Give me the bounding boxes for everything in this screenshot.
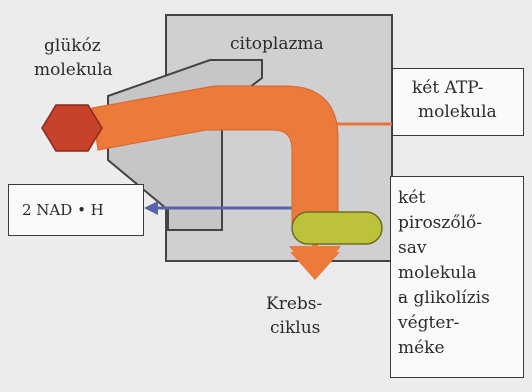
nadh-box — [8, 184, 144, 236]
pyruvate-label-line: végter- — [398, 313, 460, 333]
cytoplasm-label: citoplazma — [230, 34, 324, 54]
atp-label-line1: két ATP- — [412, 78, 484, 98]
pyruvate-box — [390, 176, 524, 378]
glucose-label-line2: molekula — [34, 60, 113, 80]
glucose-label-line1: glükóz — [44, 36, 101, 56]
pyruvate-label-line: a glikolízis — [398, 288, 490, 308]
pyruvate-label-line: méke — [398, 338, 445, 358]
krebs-arrow-head — [289, 246, 341, 280]
nadh-arrow-head — [144, 201, 158, 215]
pyruvate-label-line: molekula – — [398, 263, 477, 307]
pyruvate-label-line: piroszőlő- — [398, 213, 483, 233]
nadh-label: 2 NAD • H — [22, 201, 104, 219]
atp-box — [392, 68, 524, 136]
krebs-label-line1: Krebs- — [266, 294, 323, 314]
pyruvate-capsule — [291, 211, 383, 245]
krebs-label-line2: ciklus — [270, 318, 321, 338]
glucose-hexagon — [41, 104, 103, 152]
pyruvate-label-line: két — [398, 188, 426, 208]
atp-label-line2: molekula — [418, 102, 497, 122]
pyruvate-label-line: sav — [398, 238, 427, 258]
